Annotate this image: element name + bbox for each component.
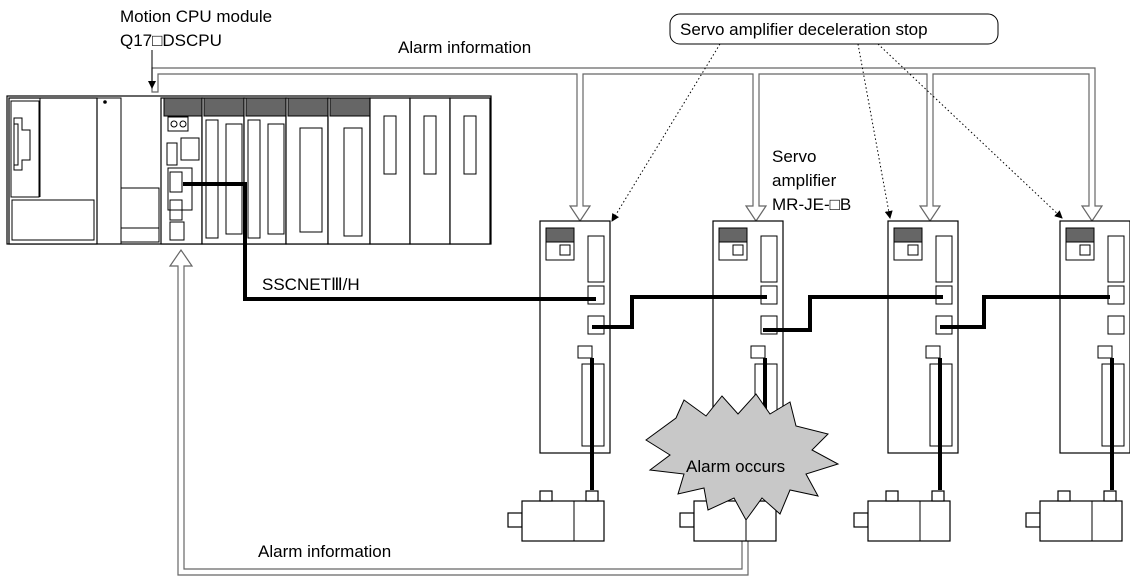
callout-pointer-lines <box>611 43 1063 222</box>
servo-amplifier-4 <box>1059 220 1130 490</box>
io-modules <box>201 97 491 245</box>
alarm-information-top-arrow <box>151 67 1104 223</box>
alarm-information-bottom-arrow <box>168 248 749 576</box>
sscnet-cable <box>183 182 1110 332</box>
motion-cpu-label-line1: Motion CPU module <box>120 7 272 26</box>
motion-cpu-label-line2: Q17□DSCPU <box>120 31 222 50</box>
servo-amp-label-line1: Servo <box>772 147 816 166</box>
servo-amp-label-line3: MR-JE-□B <box>772 195 851 214</box>
servo-amplifier-3 <box>887 220 959 490</box>
callout-box <box>669 13 999 45</box>
alarm-information-bottom-label: Alarm information <box>258 542 391 561</box>
alarm-occurs-label: Alarm occurs <box>686 457 785 476</box>
alarm-occurs-burst <box>645 393 840 521</box>
deceleration-stop-callout-text: Servo amplifier deceleration stop <box>680 20 928 39</box>
servo-motor-3 <box>853 490 951 542</box>
servo-motor-4 <box>1025 490 1123 542</box>
servo-amplifier-1 <box>539 220 611 490</box>
sscnet-label: SSCNETⅢ/H <box>262 275 360 294</box>
motion-cpu-base-unit <box>6 95 492 245</box>
servo-motor-1 <box>507 490 605 542</box>
alarm-information-top-label: Alarm information <box>398 38 531 57</box>
servo-amp-label-line2: amplifier <box>772 171 837 190</box>
